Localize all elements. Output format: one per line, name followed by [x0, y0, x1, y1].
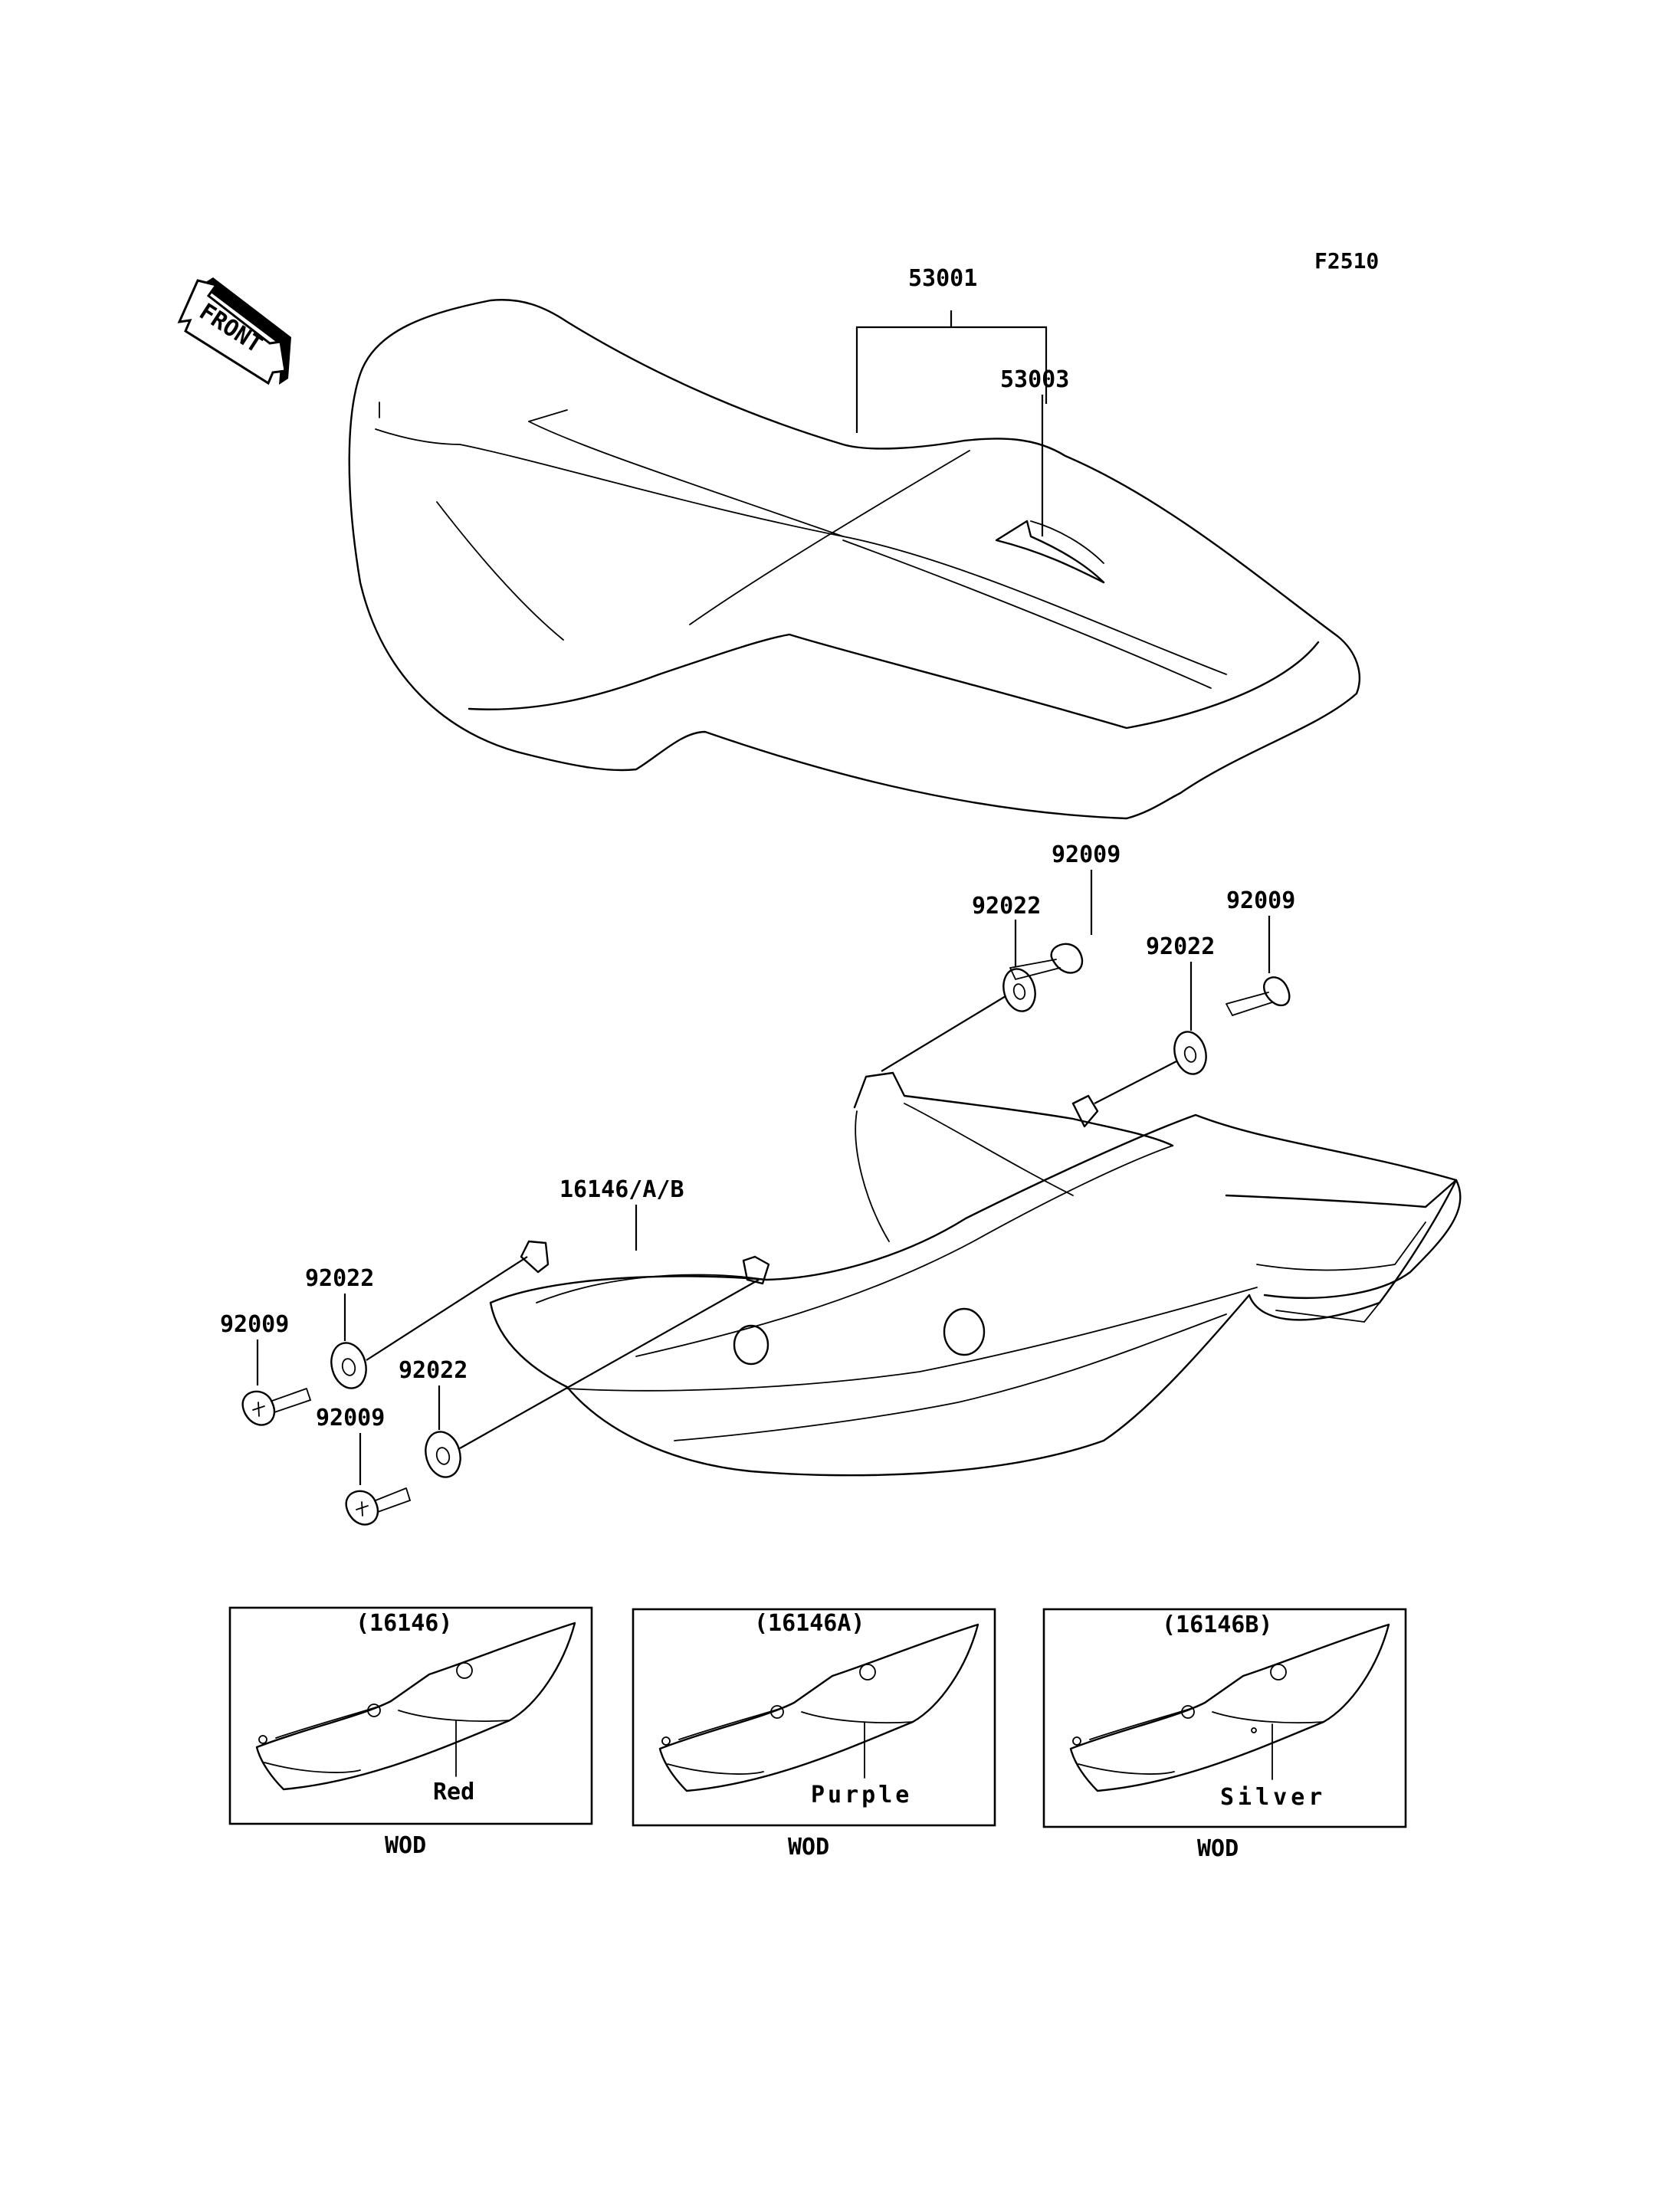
callout-92022-top-left: 92022: [972, 893, 1041, 920]
washer-icon: [330, 1342, 367, 1389]
callout-53001: 53001: [908, 265, 977, 292]
variant-part-16146a: (16146A): [754, 1610, 865, 1637]
variant-code-wod-2: WOD: [788, 1834, 829, 1861]
callout-53003: 53003: [1000, 366, 1069, 393]
washer-icon: [1173, 1031, 1207, 1075]
variant-color-silver: Silver: [1220, 1784, 1326, 1811]
bolt-icon: [241, 1388, 312, 1426]
variant-box-16146b: (16146B) Silver WOD: [1042, 1608, 1407, 1862]
variant-box-16146: (16146) Red WOD: [228, 1606, 593, 1859]
variant-color-red: Red: [433, 1779, 474, 1805]
variant-code-wod-3: WOD: [1197, 1835, 1239, 1862]
variant-part-16146: (16146): [356, 1610, 452, 1637]
variant-code-wod-1: WOD: [385, 1832, 426, 1859]
bolt-icon: [1009, 943, 1084, 981]
callout-92009-top: 92009: [1052, 841, 1121, 868]
callout-92009-left-lower: 92009: [316, 1405, 385, 1431]
washer-icon: [1002, 968, 1036, 1012]
side-cover-16146: [489, 1071, 1462, 1477]
callout-92022-left-lower: 92022: [399, 1357, 468, 1384]
front-arrow-icon: FRONT: [177, 277, 291, 385]
bolt-icon: [345, 1487, 412, 1526]
callout-92022-left-upper: 92022: [305, 1265, 374, 1292]
variant-part-16146b: (16146B): [1162, 1612, 1273, 1638]
bolt-icon: [1226, 976, 1291, 1017]
variant-color-purple: Purple: [811, 1782, 912, 1808]
seat-53001: [348, 299, 1360, 820]
callout-92009-left-upper: 92009: [220, 1311, 289, 1338]
figure-code: F2510: [1314, 248, 1379, 274]
variant-box-16146a: (16146A) Purple WOD: [632, 1608, 996, 1861]
callout-92022-top-right: 92022: [1146, 933, 1215, 960]
callout-16146-a-b: 16146/A/B: [559, 1176, 684, 1203]
washer-icon: [425, 1431, 461, 1478]
callout-92009-top-right: 92009: [1226, 887, 1295, 914]
